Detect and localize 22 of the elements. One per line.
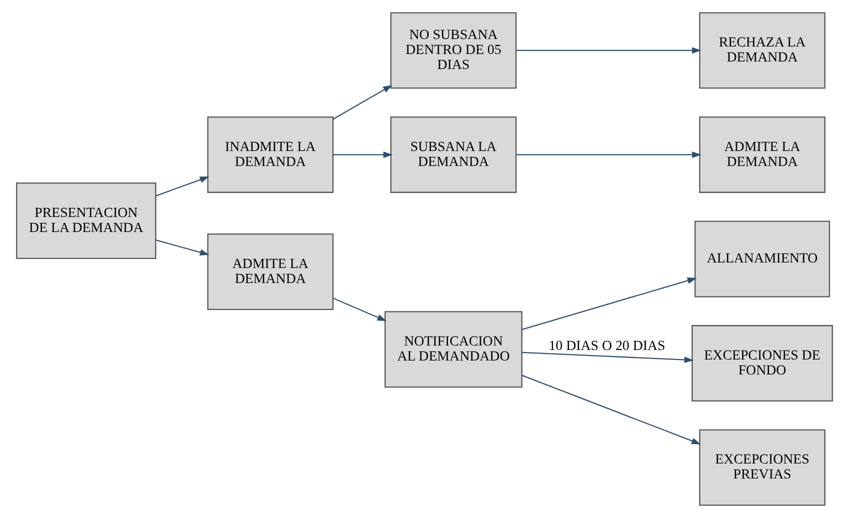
node-box: ADMITE LA DEMANDA — [206, 234, 334, 310]
node-box: EXCEPCIONES DE FONDO — [691, 325, 832, 402]
edge-label: 10 DIAS O 20 DIAS — [548, 339, 665, 354]
arrow — [155, 239, 209, 256]
node-box: ALLANAMIENTO — [694, 220, 830, 298]
arrow — [516, 151, 701, 158]
node-box: NO SUBSANA DENTRO DE 05 DIAS — [390, 12, 516, 89]
arrow — [521, 374, 700, 444]
node-box: INADMITE LA DEMANDA — [206, 116, 334, 193]
node-box: SUBSANA LA DEMANDA — [390, 116, 516, 193]
arrow — [332, 298, 386, 322]
node-box: PRESENTACION DE LA DEMANDA — [16, 182, 156, 259]
node-box: NOTIFICACION AL DEMANDADO — [384, 311, 522, 388]
arrow — [332, 151, 392, 158]
node-box: RECHAZA LA DEMANDA — [698, 12, 825, 89]
arrow — [332, 84, 392, 120]
arrow — [521, 277, 696, 330]
arrow — [516, 47, 701, 54]
node-box: EXCEPCIONES PREVIAS — [698, 429, 825, 506]
arrow — [521, 352, 694, 364]
arrow — [155, 176, 209, 196]
node-box: ADMITE LA DEMANDA — [698, 116, 825, 193]
